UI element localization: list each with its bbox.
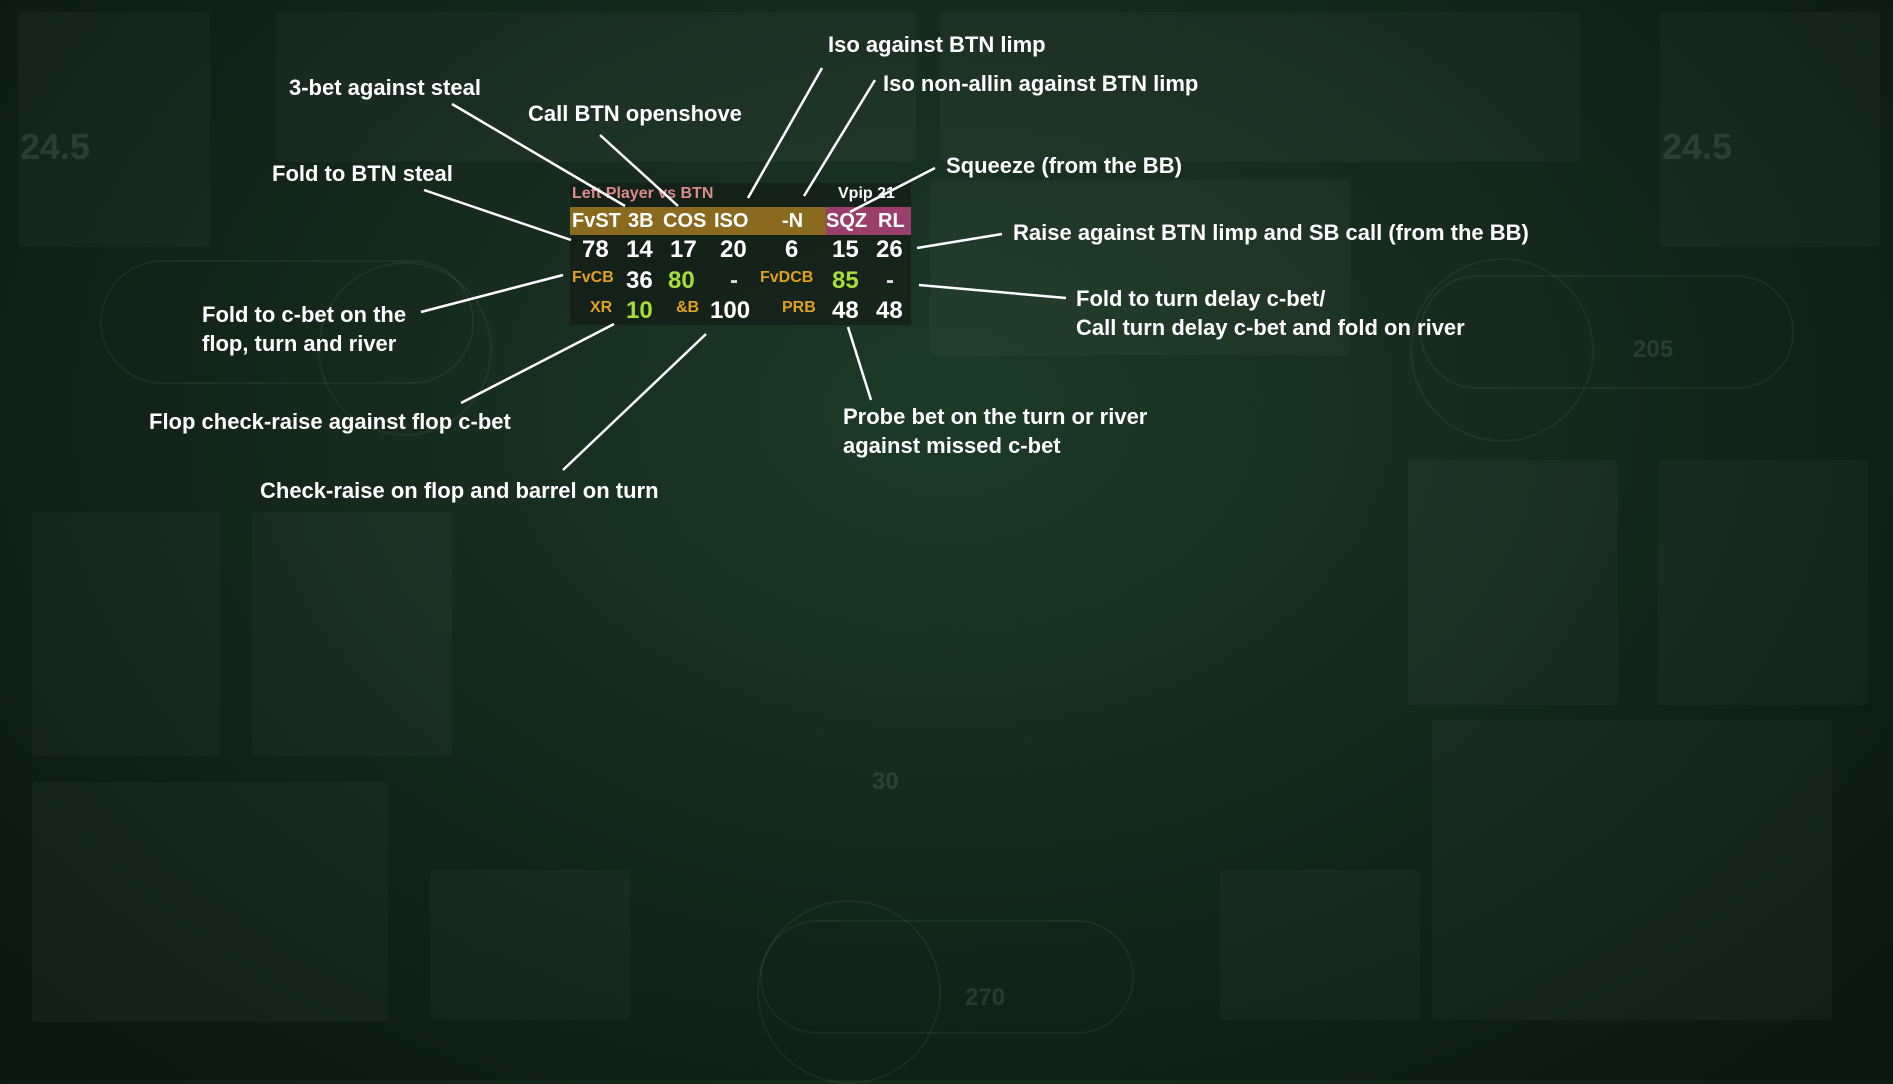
val-fvcb-2: 80 <box>668 267 695 294</box>
ann-squeeze: Squeeze (from the BB) <box>946 153 1182 178</box>
ann-fold-turn-delay-line1: Fold to turn delay c-bet/ <box>1076 286 1326 311</box>
bg-pot-center: 270 <box>965 984 1006 1011</box>
val-iso: 20 <box>720 236 747 263</box>
ann-iso-nonallin: Iso non-allin against BTN limp <box>883 71 1199 96</box>
line-flop-xr <box>460 322 615 405</box>
line-xr-barrel <box>562 333 707 471</box>
line-iso <box>746 67 824 199</box>
val-prb-1: 48 <box>832 297 859 324</box>
val-dash-1: - <box>730 267 738 294</box>
bg-chips-small: 30 <box>872 768 899 795</box>
hdr-3b: 3B <box>628 210 654 232</box>
ann-raise-limp-call: Raise against BTN limp and SB call (from… <box>1013 220 1529 245</box>
val-and-b: 100 <box>710 297 751 324</box>
val-dash-2: - <box>886 267 894 294</box>
line-fold-cbet <box>420 273 564 314</box>
ann-probe-line1: Probe bet on the turn or river <box>843 404 1148 429</box>
ann-fold-btn-steal: Fold to BTN steal <box>272 161 453 186</box>
ann-3bet-steal: 3-bet against steal <box>289 75 481 100</box>
ann-fold-cbet: Fold to c-bet on the flop, turn and rive… <box>202 300 406 358</box>
bg-stack-right: 24.5 <box>1662 126 1733 167</box>
line-fold-steal <box>423 188 572 242</box>
ann-probe-line2: against missed c-bet <box>843 433 1061 458</box>
lbl-xr: XR <box>590 299 613 316</box>
lbl-and-b: &B <box>676 299 700 316</box>
ann-fold-turn-delay: Fold to turn delay c-bet/ Call turn dela… <box>1076 284 1465 342</box>
lbl-fvdcb: FvDCB <box>760 269 814 286</box>
line-fold-turn-delay <box>918 283 1067 300</box>
hud-header-row: FvST 3B COS ISO -N SQZ RL <box>570 207 911 235</box>
hdr-cos: COS <box>663 210 707 232</box>
ann-iso-btn-limp: Iso against BTN limp <box>828 32 1046 57</box>
line-raise-limp <box>916 232 1003 250</box>
hdr-fvst: FvST <box>572 210 621 232</box>
lbl-prb: PRB <box>782 299 816 316</box>
bg-seat-circle-right <box>1410 258 1594 442</box>
ann-xr-barrel: Check-raise on flop and barrel on turn <box>260 478 659 503</box>
bg-stack-left: 24.5 <box>20 126 91 167</box>
ann-fold-turn-delay-line2: Call turn delay c-bet and fold on river <box>1076 315 1465 340</box>
hud-title: Left Player vs BTN <box>572 185 714 202</box>
val-xr: 10 <box>626 297 653 324</box>
line-3bet <box>451 102 626 208</box>
bg-seat-circle-left <box>318 262 492 436</box>
val-sqz: 15 <box>832 236 859 263</box>
hud-header-pink <box>826 207 911 235</box>
line-iso-nonallin <box>802 79 877 197</box>
val-rl: 26 <box>876 236 903 263</box>
line-probe <box>846 326 873 401</box>
bg-pot-left: 205 <box>1633 336 1674 363</box>
hdr-sqz: SQZ <box>826 210 868 232</box>
line-call-openshove <box>599 134 679 207</box>
val-fvdcb: 85 <box>832 267 859 294</box>
ann-probe: Probe bet on the turn or river against m… <box>843 402 1147 460</box>
vpip-label: Vpip <box>838 185 873 202</box>
val-3b: 14 <box>626 236 653 263</box>
val-n: 6 <box>785 236 799 263</box>
hdr-rl: RL <box>878 210 905 232</box>
lbl-fvcb: FvCB <box>572 269 614 286</box>
val-cos: 17 <box>670 236 697 263</box>
player-hud[interactable]: Left Player vs BTN Vpip 21 FvST 3B COS I… <box>570 183 911 325</box>
hdr-n: -N <box>782 210 804 232</box>
ann-flop-xr: Flop check-raise against flop c-bet <box>149 409 511 434</box>
val-fvcb: 36 <box>626 267 653 294</box>
ann-fold-cbet-line2: flop, turn and river <box>202 331 397 356</box>
val-prb-2: 48 <box>876 297 903 324</box>
line-squeeze <box>849 166 936 214</box>
hud-header-gold <box>570 207 826 235</box>
ann-call-openshove: Call BTN openshove <box>528 101 742 126</box>
hdr-iso: ISO <box>714 210 749 232</box>
ann-fold-cbet-line1: Fold to c-bet on the <box>202 302 407 327</box>
val-fvst: 78 <box>582 236 609 263</box>
